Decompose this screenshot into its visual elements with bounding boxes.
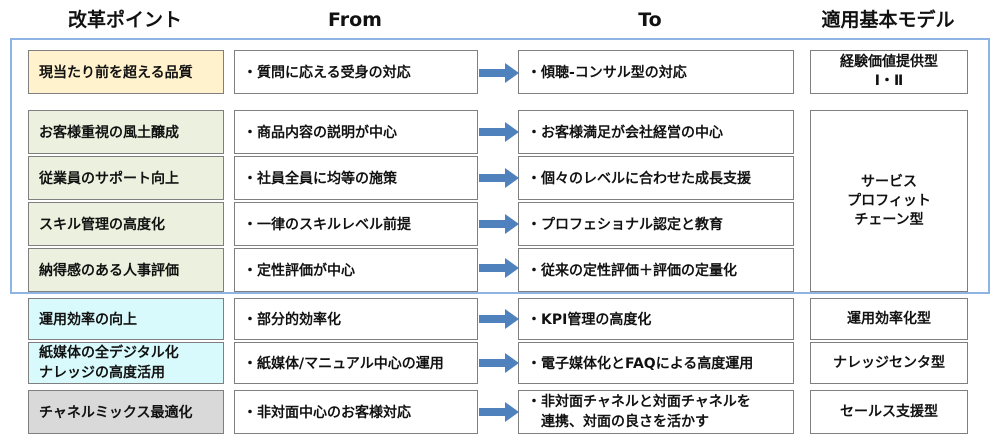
right-arrow-icon xyxy=(479,63,519,83)
model-knowledge: ナレッジセンタ型 xyxy=(810,342,968,384)
from-support: ・社員全員に均等の施策 xyxy=(234,156,478,200)
model-experience-line1: 経験価値提供型 xyxy=(840,54,938,70)
header-to: To xyxy=(638,9,662,31)
model-efficiency: 運用効率化型 xyxy=(810,298,968,340)
from-quality: ・質問に応える受身の対応 xyxy=(234,50,478,94)
highlight-frame xyxy=(10,38,990,294)
to-evaluation: ・従来の定性評価＋評価の定量化 xyxy=(518,248,794,292)
point-knowledge: 紙媒体の全デジタル化 ナレッジの高度活用 xyxy=(28,342,224,384)
point-channel: チャネルミックス最適化 xyxy=(28,390,224,434)
right-arrow-icon xyxy=(479,402,519,422)
right-arrow-icon xyxy=(479,214,519,234)
point-evaluation: 納得感のある人事評価 xyxy=(28,248,224,292)
point-skill: スキル管理の高度化 xyxy=(28,202,224,246)
right-arrow-icon xyxy=(479,122,519,142)
header-point: 改革ポイント xyxy=(67,9,182,31)
model-sales: セールス支援型 xyxy=(810,390,968,434)
point-culture: お客様重視の風土醸成 xyxy=(28,110,224,154)
point-efficiency: 運用効率の向上 xyxy=(28,298,224,340)
point-support: 従業員のサポート向上 xyxy=(28,156,224,200)
to-channel-line1: ・非対面チャネルと対面チャネルを xyxy=(527,394,751,410)
from-skill: ・一律のスキルレベル前提 xyxy=(234,202,478,246)
to-support: ・個々のレベルに合わせた成長支援 xyxy=(518,156,794,200)
from-culture: ・商品内容の説明が中心 xyxy=(234,110,478,154)
model-service-line2: プロフィット xyxy=(847,192,931,209)
right-arrow-icon xyxy=(479,353,519,373)
from-efficiency: ・部分的効率化 xyxy=(234,298,478,340)
to-channel-line2: 連携、対面の良さを活かす xyxy=(541,414,709,430)
model-service-profit-chain: サービス プロフィット チェーン型 xyxy=(810,110,968,292)
model-service-line1: サービス xyxy=(861,173,917,190)
from-channel: ・非対面中心のお客様対応 xyxy=(234,390,478,434)
to-knowledge: ・電子媒体化とFAQによる高度運用 xyxy=(518,342,794,384)
point-knowledge-line1: 紙媒体の全デジタル化 xyxy=(39,345,179,361)
right-arrow-icon xyxy=(479,168,519,188)
right-arrow-icon xyxy=(479,309,519,329)
model-experience-line2: Ⅰ・Ⅱ xyxy=(874,73,904,89)
model-service-line3: チェーン型 xyxy=(854,211,924,228)
point-quality: 現当たり前を超える品質 xyxy=(28,50,224,94)
to-culture: ・お客様満足が会社経営の中心 xyxy=(518,110,794,154)
point-knowledge-line2: ナレッジの高度活用 xyxy=(39,365,165,381)
to-channel: ・非対面チャネルと対面チャネルを 連携、対面の良さを活かす xyxy=(518,390,794,434)
from-evaluation: ・定性評価が中心 xyxy=(234,248,478,292)
right-arrow-icon xyxy=(479,258,519,278)
header-model: 適用基本モデル xyxy=(821,9,955,31)
to-quality: ・傾聴-コンサル型の対応 xyxy=(518,50,794,94)
header-from: From xyxy=(328,9,382,31)
to-efficiency: ・KPI管理の高度化 xyxy=(518,298,794,340)
to-skill: ・プロフェショナル認定と教育 xyxy=(518,202,794,246)
model-experience: 経験価値提供型 Ⅰ・Ⅱ xyxy=(810,50,968,94)
from-knowledge: ・紙媒体/マニュアル中心の運用 xyxy=(234,342,478,384)
